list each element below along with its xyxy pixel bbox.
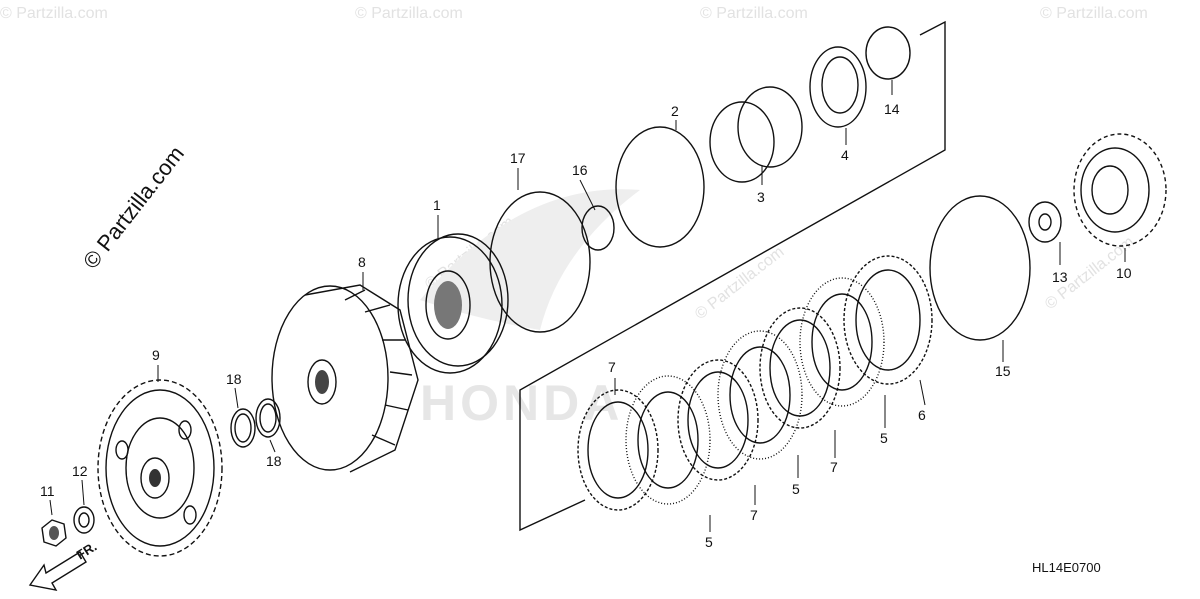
callout-2: 2 [671, 103, 679, 119]
watermark-text: © Partzilla.com [355, 5, 463, 22]
callout-14: 14 [884, 101, 900, 117]
callout-9: 9 [152, 347, 160, 363]
callout-3: 3 [757, 189, 765, 205]
arrow-icon [28, 551, 87, 591]
driven-gear-part-9 [97, 379, 223, 557]
clutch-pack [577, 255, 933, 511]
spring-seat-part-4 [809, 46, 867, 128]
callout-18: 18 [266, 453, 282, 469]
spring-part-3 [709, 86, 803, 183]
piston-part-1 [397, 233, 509, 374]
callout-12: 12 [72, 463, 88, 479]
o-ring-part-17 [489, 191, 591, 333]
callout-10: 10 [1116, 265, 1132, 281]
callout-7: 7 [750, 507, 758, 523]
washer-part-12 [73, 506, 95, 534]
callout-5: 5 [880, 430, 888, 446]
callout-15: 15 [995, 363, 1011, 379]
snap-ring-part-15 [929, 195, 1031, 341]
nut-part-11 [41, 519, 67, 547]
callout-11: 11 [40, 483, 55, 499]
callout-18: 18 [226, 371, 242, 387]
o-ring-part-16 [581, 205, 615, 251]
snap-ring-part-14 [865, 26, 911, 80]
snap-ring-part-2 [615, 126, 705, 248]
callout-16: 16 [572, 162, 588, 178]
callout-7: 7 [830, 459, 838, 475]
callout-13: 13 [1052, 269, 1068, 285]
front-direction-arrow: FR. [28, 539, 99, 591]
washer-part-18 [230, 398, 281, 448]
watermark-text: © Partzilla.com [1040, 5, 1148, 22]
washer-part-13 [1028, 201, 1062, 243]
callout-7: 7 [608, 359, 616, 375]
clutch-outer-part-8 [271, 284, 419, 473]
callout-4: 4 [841, 147, 849, 163]
callout-5: 5 [792, 481, 800, 497]
callout-5: 5 [705, 534, 713, 550]
watermark-text: © Partzilla.com [700, 5, 808, 22]
watermark-layer: © Partzilla.com © Partzilla.com © Partzi… [0, 5, 1148, 431]
watermark-text: © Partzilla.com [692, 243, 787, 323]
watermark-text: © Partzilla.com [0, 5, 108, 22]
leader-lines [49, 80, 1126, 532]
callout-17: 17 [510, 150, 526, 166]
callout-6: 6 [918, 407, 926, 423]
clutch-hub-part-10 [1073, 133, 1167, 247]
callouts: 1 2 3 4 5 5 5 6 7 7 7 8 9 10 11 12 13 14… [40, 101, 1132, 550]
callout-8: 8 [358, 254, 366, 270]
diagram-code: HL14E0700 [1032, 560, 1101, 575]
group-bracket [519, 20, 946, 532]
wing-logo-watermark [420, 189, 640, 330]
callout-1: 1 [433, 197, 441, 213]
